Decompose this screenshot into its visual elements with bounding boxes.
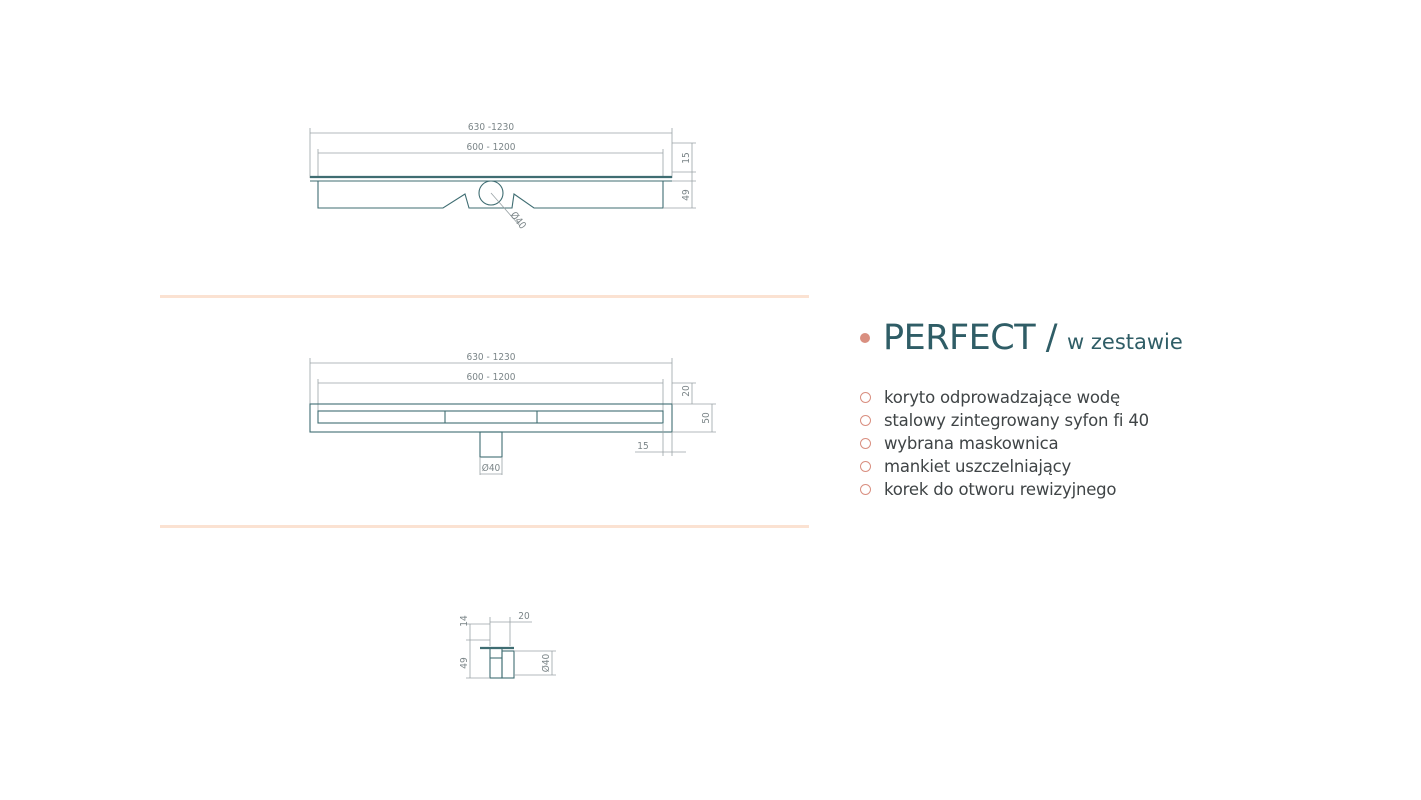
- dim-top-height-front: 20: [681, 385, 692, 397]
- circle-bullet-icon: [860, 461, 871, 472]
- feature-text: korek do otworu rewizyjnego: [884, 480, 1117, 499]
- top-section-view: 630 -1230 600 - 1200 Ø40 15 49: [309, 122, 696, 232]
- dim-side-width: 20: [518, 611, 530, 622]
- divider-top: [160, 295, 809, 298]
- list-item: koryto odprowadzające wodę: [860, 386, 1183, 409]
- circle-bullet-icon: [860, 484, 871, 495]
- dim-body-height-front: 50: [701, 412, 712, 424]
- dim-side-top: 14: [459, 615, 470, 627]
- list-item: mankiet uszczelniający: [860, 455, 1183, 478]
- product-subtitle: w zestawie: [1067, 330, 1183, 354]
- dim-top-height: 15: [681, 152, 692, 163]
- dim-pipe-diameter-front: Ø40: [482, 462, 501, 474]
- technical-drawing: 630 -1230 600 - 1200 Ø40 15 49 630 - 123…: [309, 122, 716, 679]
- dim-body-height: 49: [681, 189, 692, 201]
- dim-inner-length: 600 - 1200: [466, 142, 515, 153]
- product-info: PERFECT / w zestawie koryto odprowadzają…: [860, 318, 1183, 501]
- feature-text: koryto odprowadzające wodę: [884, 388, 1121, 407]
- list-item: korek do otworu rewizyjnego: [860, 478, 1183, 501]
- dim-side-height: 49: [459, 657, 470, 669]
- product-title: PERFECT /: [883, 318, 1058, 358]
- circle-bullet-icon: [860, 392, 871, 403]
- feature-text: wybrana maskownica: [884, 434, 1059, 453]
- dim-outer-length: 630 -1230: [468, 122, 514, 133]
- feature-text: mankiet uszczelniający: [884, 457, 1072, 476]
- feature-list: koryto odprowadzające wodę stalowy zinte…: [860, 386, 1183, 501]
- circle-bullet-icon: [860, 438, 871, 449]
- product-title-row: PERFECT / w zestawie: [860, 318, 1183, 358]
- divider-bottom: [160, 525, 809, 528]
- title-dot-icon: [860, 333, 870, 343]
- dim-side-pipe: Ø40: [540, 653, 552, 672]
- list-item: stalowy zintegrowany syfon fi 40: [860, 409, 1183, 432]
- dim-pipe-diameter: Ø40: [508, 209, 529, 231]
- dim-outer-length-front: 630 - 1230: [466, 352, 515, 363]
- dim-offset: 15: [637, 441, 648, 452]
- circle-bullet-icon: [860, 415, 871, 426]
- dim-inner-length-front: 600 - 1200: [466, 372, 515, 383]
- feature-text: stalowy zintegrowany syfon fi 40: [884, 411, 1149, 430]
- list-item: wybrana maskownica: [860, 432, 1183, 455]
- side-view: 20 14 49 Ø40: [459, 611, 556, 679]
- front-view: 630 - 1230 600 - 1200 Ø40 20 50 15: [309, 352, 716, 475]
